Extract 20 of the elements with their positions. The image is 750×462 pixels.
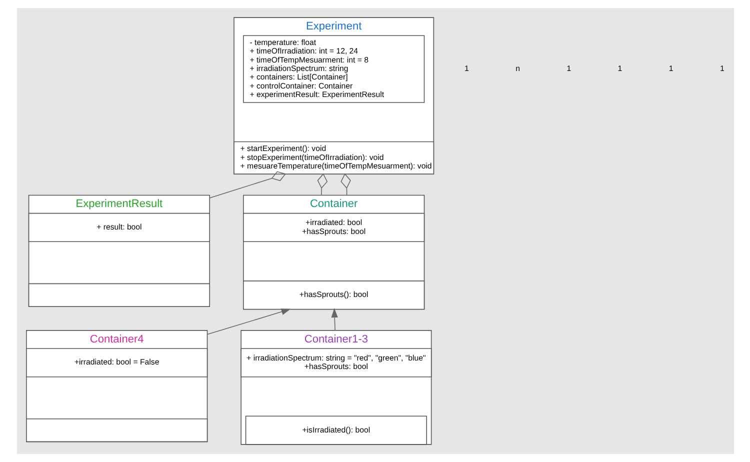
label: 1 [668, 64, 673, 74]
label: n [515, 64, 520, 74]
arrow [206, 308, 290, 335]
node-box [28, 283, 210, 307]
node-box: + result: bool [28, 212, 210, 242]
node-box: + irradiationSpectrum: string = "red", "green", "blue" +hasSprouts: bool [240, 348, 432, 378]
node-box [26, 418, 208, 442]
node-box: + startExperiment(): void + stopExperiment(timeOfIrradiation): void + mesuareTemperature(timeOfTempMesuarment): void [233, 141, 434, 174]
node-box: +isIrradiated(): bool [244, 416, 426, 445]
label: 1 [464, 64, 468, 74]
connector [208, 171, 286, 198]
label: 1 [566, 64, 571, 74]
label: 1 [617, 64, 622, 74]
node-box: +irradiated: bool +hasSprouts: bool [242, 212, 424, 242]
node-box: +hasSprouts(): bool [242, 280, 424, 310]
label: 1 [720, 64, 724, 74]
arrow [330, 308, 338, 331]
node-box: - temperature: float + timeOfIrradiation: int = 12, 24 + timeOfTempMesuarment: int = 8 + irradiationSpectrum: string + containers: List[Container] + controlContainer: Container + experimentResult: ExperimentResult [242, 35, 424, 103]
connector [316, 173, 328, 196]
node-box: +irradiated: bool = False [26, 348, 208, 378]
